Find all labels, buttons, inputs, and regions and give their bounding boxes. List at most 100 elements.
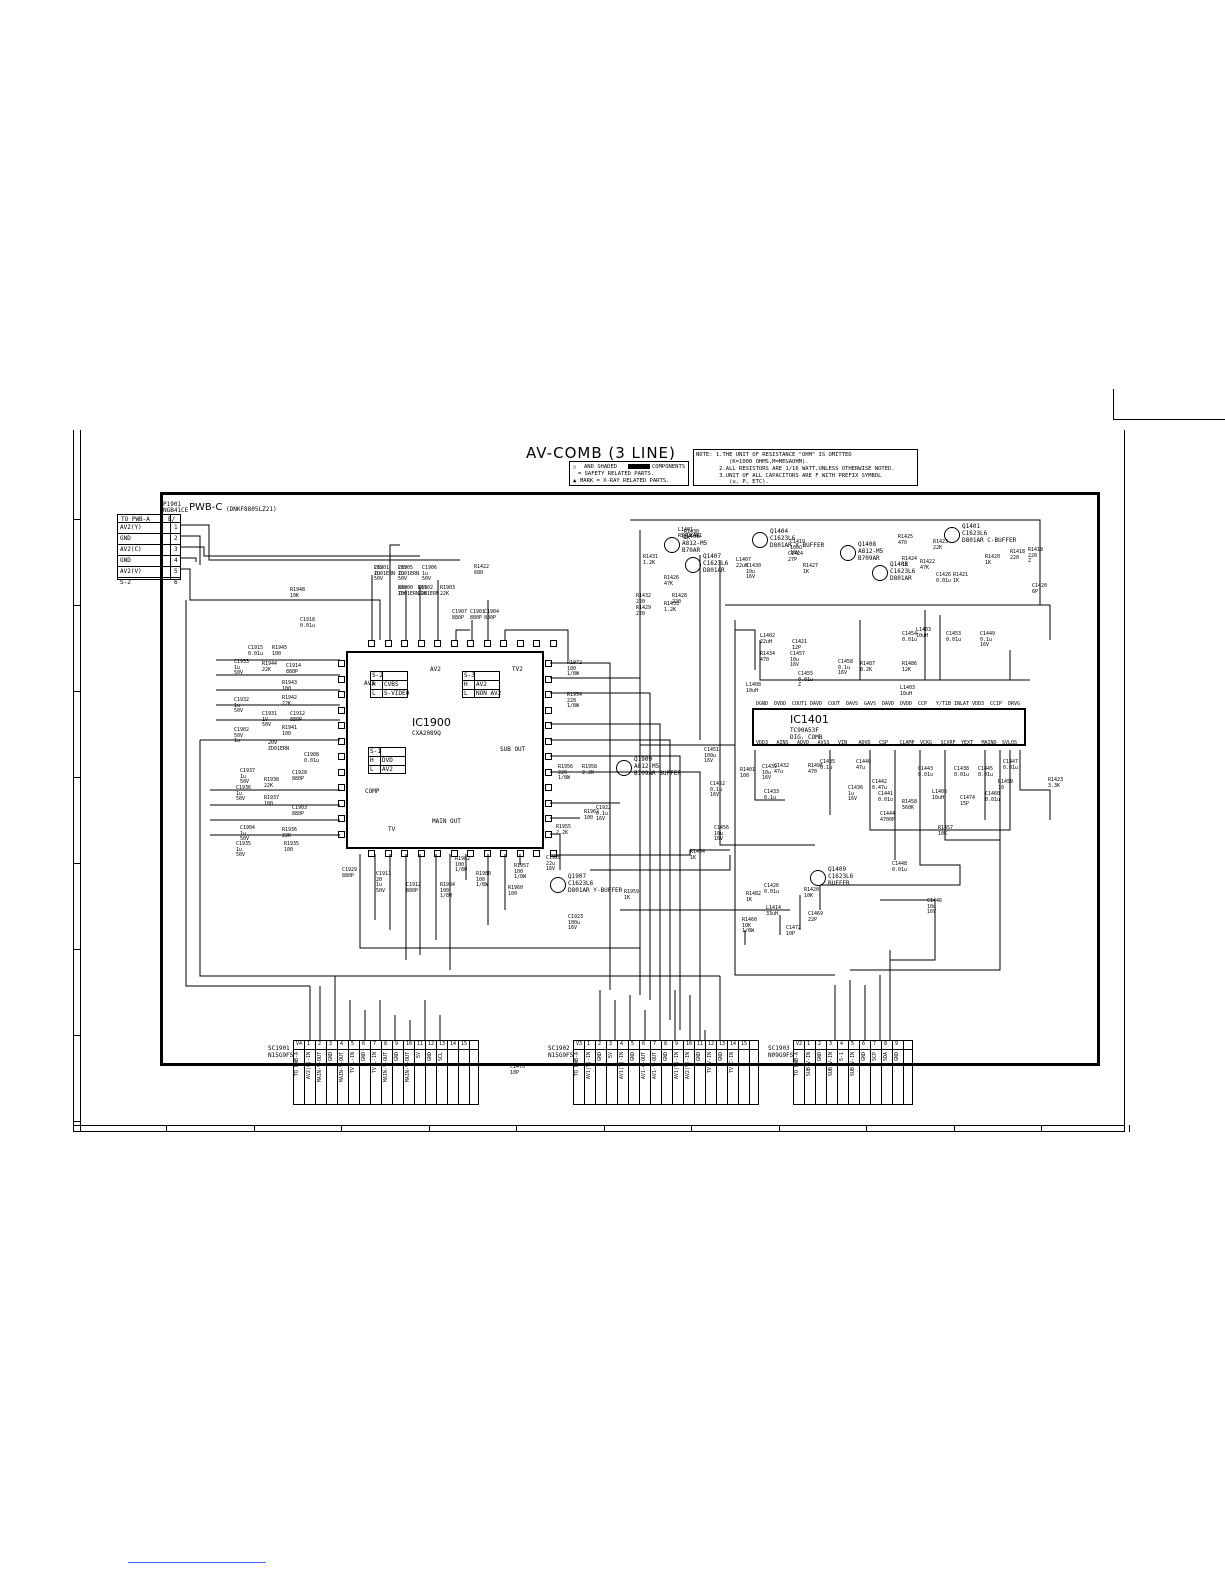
ic1900-mode-value: AV2 [382,766,393,773]
ic1900-pin [338,737,345,745]
ic1900-pin [545,660,552,667]
component-label: C1426 0.01u [764,883,780,895]
component-label: R1984 100 1/8W [440,882,456,899]
component-label: L1406 10uH [932,789,948,801]
ic1401-ref: IC1401 [790,713,829,726]
bottom-connector-signal: GND [663,1052,669,1062]
note-line-5: (u, P, ETC). [696,479,769,485]
bottom-connector-signal: GND [427,1052,433,1062]
ic1900-pin [434,850,441,857]
component-label: C1932 1u 50V [234,697,250,714]
grid-tick-left [73,863,80,864]
component-label: R1428 220 [672,593,688,605]
transistor-part: A812-M5 [634,763,660,770]
bottom-connector-ref: SC1901 [268,1045,290,1052]
component-label: C1438 0.01u [954,766,970,778]
ic1900-ref: IC1900 [412,716,451,729]
ic1900-pin [450,640,458,647]
component-label: R1420 1K [985,554,1001,566]
component-label: C1901 1u 50V [374,565,390,582]
grid-tick-left [73,605,80,606]
ic1900-pin [500,640,507,647]
ic1401-top-pin: COUT1 [792,701,808,707]
bottom-connector-pin: 14 [730,1041,737,1047]
ic1900-pin [338,830,345,838]
component-label: R1458 560K [902,799,918,811]
bottom-connector-col [337,1040,338,1105]
ic1401-top-pin: DAVS [846,701,859,707]
component-label: R1943 100 [282,680,298,692]
transistor-ref: Q1907 [568,873,587,880]
bottom-connector-col [403,1040,404,1105]
ic1900-mode-value: DVD [382,757,393,764]
bottom-connector-signal: AV1(V)-IN [674,1052,680,1080]
component-label: C1911 20 1u 50V [376,871,392,894]
bottom-connector-col [348,1040,349,1105]
connector-top-pin-num: 3 [174,546,178,553]
component-label: C1432 47u [774,763,790,775]
bottom-connector-signal: SUB-V-IN [850,1052,856,1077]
component-label: C1424 27P [788,551,804,563]
component-label: R1960 100 [508,885,524,897]
bottom-connector-pin: 1 [807,1041,811,1047]
ic1900-mode-key: H [372,681,376,688]
ic1900-mode-row-line [368,756,406,757]
grid-tick-left [73,777,80,778]
connector-top-row-line [117,577,181,578]
transistor-desc: B70AR [682,547,701,554]
component-label: C1904 1u 50V [240,825,256,842]
component-label: C1440 47u [856,759,872,771]
ic1900-body [346,651,544,849]
component-label: C1904 880P [484,609,500,621]
bottom-connector-pin: 15 [461,1041,468,1047]
component-label: C1472 10P [786,925,802,937]
component-label: C1449 0.1u 16V [980,631,996,648]
bottom-connector-col [639,1040,640,1105]
bottom-connector-signal: AV2(C)-IN [306,1052,312,1080]
ic1900-mode-value: S-VIDEO [384,690,410,697]
component-label: R1935 100 [284,841,300,853]
component-label: R1972 100 1/8W [567,660,583,677]
ic1900-mode-key: S-3 [464,672,475,679]
bottom-connector-signal: MAIN-V-OUT [339,1052,345,1083]
ic1401-bottom-pin: ADVD [797,740,810,746]
bottom-connector-divider [793,1049,913,1050]
component-label: R1487 8.2K [860,661,876,673]
right-margin-rule [1124,430,1125,1132]
bottom-connector-signal: TV-C-IN [729,1052,735,1074]
connector-top-row-line [117,533,181,534]
component-label: C1433 0.1u [764,789,780,801]
component-label: R1938 22K [264,777,280,789]
ic1900-pin [338,660,345,667]
ic1401-bottom-pin: SCVRF [940,740,956,746]
bottom-connector-pin: V4 [296,1041,303,1047]
ic1401-top-pin: Y/T1B [936,701,952,707]
bottom-connector-divider [293,1049,479,1050]
bottom-connector-header: TO PWB-A [574,1052,580,1077]
bottom-connector-pin: 2 [598,1041,602,1047]
ic1900-label-av2: AV2 [430,666,441,673]
component-label: C1430 10u 16V [746,563,762,580]
component-label: R1430 1K [684,529,700,541]
component-label: R1482 1K [746,891,762,903]
ic1900-mode-row-line [370,680,408,681]
component-label: R1425 470 [898,534,914,546]
ic1900-pin [500,850,507,857]
component-label: R1422 47K [920,559,936,571]
bottom-connector-pin: 14 [450,1041,457,1047]
bottom-margin-rule [73,1125,1125,1126]
bottom-connector-signal: AV1(V)-IN [586,1052,592,1080]
ic1900-mode-value: AV2 [476,681,487,688]
bottom-connector-col [458,1040,459,1105]
component-label: C1912 880P [290,711,306,723]
component-label: C1458 0.1u 16V [838,659,854,676]
component-label: R1941 100 [282,725,298,737]
bottom-connector-pin: 5 [631,1041,635,1047]
transistor-symbol [616,760,632,776]
transistor-part: C1623L6 [568,880,594,887]
bottom-connector-part: N15G9FS [548,1052,574,1059]
ic1401-top-pin: INLAT [954,701,970,707]
component-label: C1937 1u 50V [240,768,256,785]
transistor-symbol [685,557,701,573]
ic1900-mode-row-line [462,680,500,681]
